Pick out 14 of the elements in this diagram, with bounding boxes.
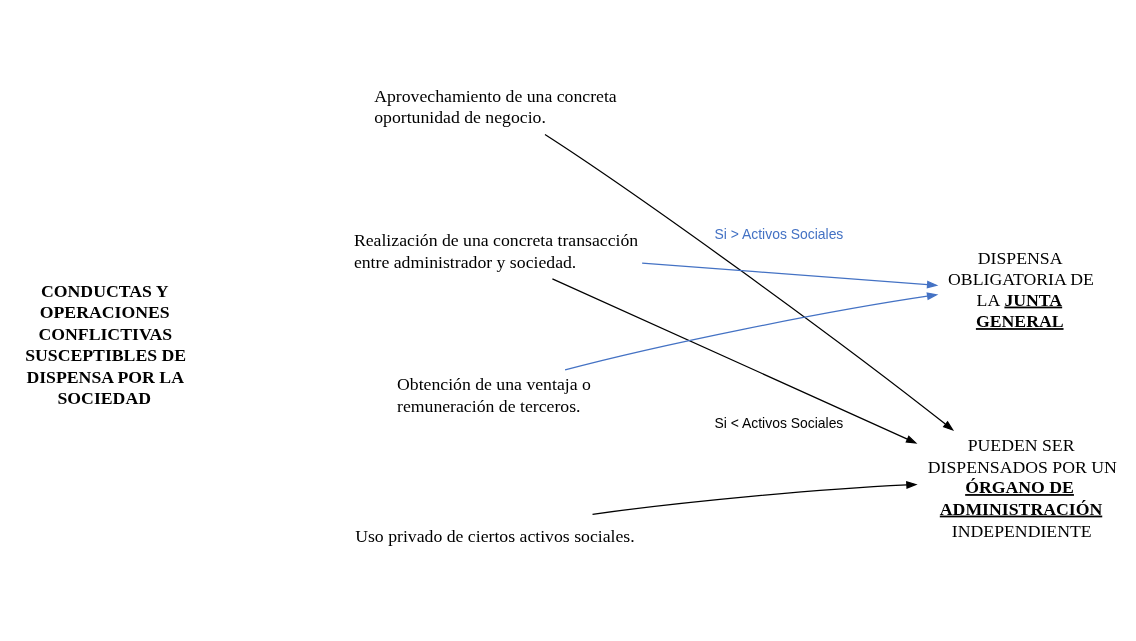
node-text: DISPENSA OBLIGATORIA DE LA JUNTA GENERAL bbox=[948, 247, 1094, 332]
node-text: Obtención de una ventaja o remuneración de terceros. bbox=[396, 374, 591, 416]
arrow bbox=[544, 133, 955, 432]
node-text: Realización de una concreta transacción entre administrador y sociedad. bbox=[353, 230, 639, 272]
arrow bbox=[591, 480, 918, 515]
node-text: CONDUCTAS Y OPERACIONES CONFLICTIVAS SUSCEPTIBLES DE DISPENSA POR LA SOCIEDAD bbox=[25, 280, 187, 409]
node-text: Uso privado de ciertos activos sociales. bbox=[355, 526, 635, 547]
arrow bbox=[641, 262, 939, 289]
arrow bbox=[564, 292, 939, 371]
node-text: PUEDEN SER DISPENSADOS POR UN ÓRGANO DE ADMINISTRACIÓN INDEPENDIENTE bbox=[927, 435, 1117, 542]
node-text: Aprovechamiento de una concreta oportunidad de negocio. bbox=[374, 85, 617, 128]
arrow bbox=[551, 278, 918, 444]
edge-label: Si < Activos Sociales bbox=[714, 414, 844, 431]
edge-label: Si > Activos Sociales bbox=[714, 226, 844, 243]
